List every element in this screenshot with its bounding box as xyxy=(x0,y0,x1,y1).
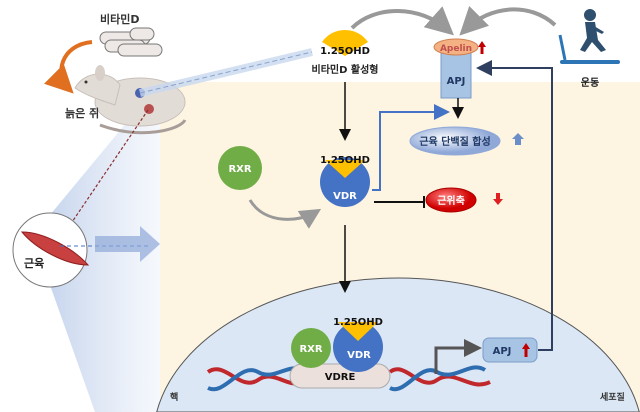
protein-synthesis-node xyxy=(409,126,501,156)
muscle-icon xyxy=(20,231,90,266)
apelin-up-arrow-icon xyxy=(478,41,486,54)
vdr-label: VDR xyxy=(333,191,357,202)
atrophy-node xyxy=(425,187,477,213)
rxr-label: RXR xyxy=(228,164,251,175)
vitamin-d-label: 비타민D xyxy=(100,12,140,26)
nucleus-label: 핵 xyxy=(170,391,178,403)
apelin-label: Apelin xyxy=(440,44,472,54)
vdr-circle xyxy=(320,157,370,207)
old-rat-label: 늙은 쥐 xyxy=(65,106,99,120)
apj-gene-box xyxy=(482,337,538,363)
feeding-arrow xyxy=(43,40,93,94)
exercise-label: 운동 xyxy=(581,77,599,89)
protein-synthesis-up-arrow-icon xyxy=(512,133,524,145)
nuclear-vdr-circle xyxy=(333,322,383,372)
nuclear-ligand-wedge-icon xyxy=(338,322,378,341)
active-vitd-wedge-icon xyxy=(322,29,368,56)
rat-red-marker xyxy=(144,104,154,114)
cytoplasm-label: 세포질 xyxy=(600,391,625,403)
treadmill-runner-icon xyxy=(558,9,620,64)
apj-gene-label: APJ xyxy=(493,346,512,357)
muscle-label: 근육 xyxy=(24,257,44,270)
nuclear-ligand-label: 1.25OHD xyxy=(333,317,383,328)
nuclear-vdr-label: VDR xyxy=(347,350,371,361)
vitamin-d-pills-icon xyxy=(99,27,163,57)
atrophy-down-arrow-icon xyxy=(493,193,503,205)
nuclear-rxr-circle xyxy=(291,328,331,368)
apj-gene-up-arrow-icon xyxy=(522,343,530,357)
atrophy-label: 근위축 xyxy=(437,194,465,207)
active-vitd-molecule: 1.25OHD xyxy=(320,46,370,57)
apj-receptor xyxy=(440,51,472,99)
vdr-ligand-label: 1.25OHD xyxy=(320,155,370,166)
muscle-zoom-arrow xyxy=(95,226,160,262)
rxr-circle xyxy=(218,146,262,190)
vdre-label: VDRE xyxy=(325,372,356,383)
active-vitd-caption: 비타민D 활성형 xyxy=(312,63,379,76)
protein-synthesis-label: 근육 단백질 합성 xyxy=(419,135,490,148)
apj-receptor-label: APJ xyxy=(447,76,466,87)
nuclear-rxr-label: RXR xyxy=(299,344,322,355)
atrophy-inhibition xyxy=(374,196,425,208)
vdr-ligand-wedge-icon xyxy=(325,160,365,178)
